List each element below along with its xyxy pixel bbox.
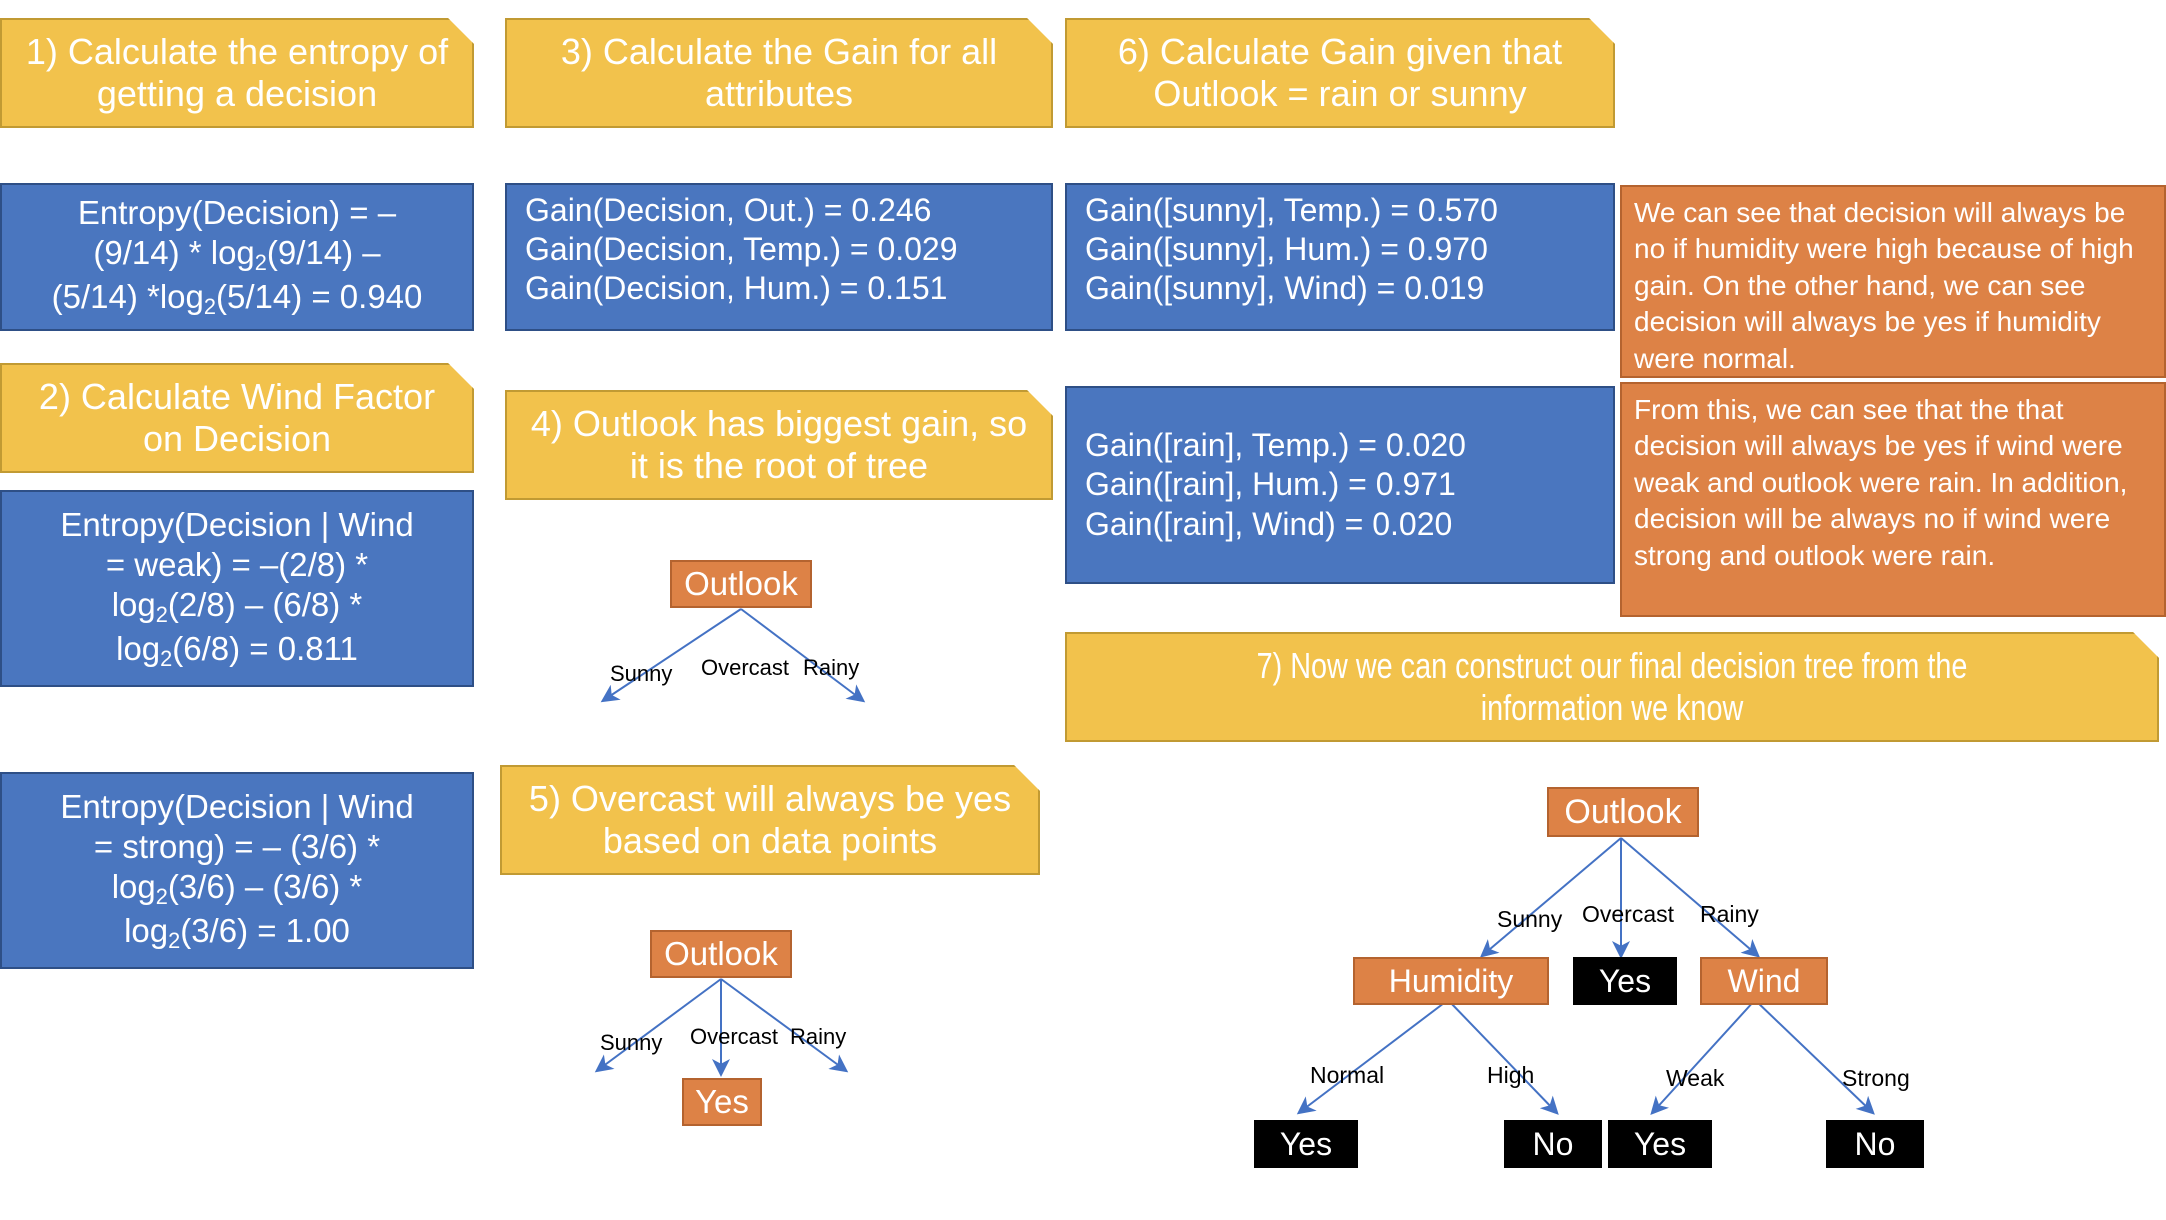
gain-rain-line-2: Gain([rain], Hum.) = 0.971: [1085, 466, 1456, 503]
step-3-label: 3) Calculate the Gain for all attributes: [560, 30, 998, 114]
gain-rain-box: Gain([rain], Temp.) = 0.020 Gain([rain],…: [1065, 386, 1615, 584]
tree5-edge-rainy: Rainy: [790, 1024, 847, 1049]
step-7-banner: 7) Now we can construct our final decisi…: [1065, 632, 2159, 742]
tree4-root-outlook: Outlook: [670, 560, 812, 608]
wind-strong-line-1: Entropy(Decision | Wind: [60, 787, 414, 825]
final-tree-yes-weak-label: Yes: [1633, 1125, 1687, 1162]
tree4-edge-sunny: Sunny: [610, 661, 673, 686]
final-tree-edge-high: High: [1487, 1062, 1535, 1088]
step-7-label: 7) Now we can construct our final decisi…: [1256, 644, 1968, 728]
gain-sunny-line-3: Gain([sunny], Wind) = 0.019: [1085, 270, 1485, 307]
tree4-edge-overcast: Overcast: [701, 655, 790, 680]
final-tree-node-humidity: Humidity: [1353, 957, 1549, 1005]
final-tree-leaf-yes-normal: Yes: [1254, 1120, 1358, 1168]
final-tree-yes-normal-label: Yes: [1279, 1125, 1333, 1162]
final-tree-leaf-yes-weak: Yes: [1608, 1120, 1712, 1168]
final-tree-edge-weak: Weak: [1666, 1065, 1725, 1091]
final-tree-leaf-overcast-yes: Yes: [1573, 957, 1677, 1005]
step-6-label: 6) Calculate Gain given that Outlook = r…: [1117, 30, 1563, 114]
note-wind-panel: From this, we can see that the that deci…: [1620, 382, 2166, 617]
gain-all-line-1: Gain(Decision, Out.) = 0.246: [525, 192, 932, 228]
note-wind-text: From this, we can see that the that deci…: [1634, 394, 2128, 571]
final-tree-node-wind: Wind: [1700, 957, 1828, 1005]
final-tree-leaf-no-high: No: [1504, 1120, 1602, 1168]
gain-rain-line-3: Gain([rain], Wind) = 0.020: [1085, 505, 1453, 542]
step-2-banner: 2) Calculate Wind Factor on Decision: [0, 363, 474, 473]
entropy-decision-line-2: (9/14) * log2(9/14) –: [93, 234, 381, 276]
wind-strong-line-2: = strong) = – (3/6) *: [93, 827, 381, 865]
tree5-root-label: Outlook: [664, 935, 778, 972]
entropy-decision-line-3: (5/14) *log2(5/14) = 0.940: [51, 278, 423, 320]
final-tree-humidity-label: Humidity: [1388, 962, 1514, 999]
tree5-root-outlook: Outlook: [650, 930, 792, 978]
tree4-edge-rainy: Rainy: [803, 655, 860, 680]
final-tree-leaf-no-strong: No: [1826, 1120, 1924, 1168]
tree5-leaf-overcast-label: Yes: [695, 1083, 749, 1120]
gain-all-line-3: Gain(Decision, Hum.) = 0.151: [525, 270, 948, 307]
note-humidity-text: We can see that decision will always be …: [1634, 197, 2134, 374]
step-1-label: 1) Calculate the entropy of getting a de…: [25, 30, 449, 114]
final-tree-no-strong-label: No: [1854, 1125, 1896, 1162]
final-tree-edge-sunny: Sunny: [1497, 906, 1563, 932]
wind-weak-line-4: log2(6/8) = 0.811: [116, 629, 358, 671]
step-4-label: 4) Outlook has biggest gain, so it is th…: [530, 402, 1028, 486]
final-tree-edge-strong: Strong: [1842, 1065, 1910, 1091]
gain-all-line-2: Gain(Decision, Temp.) = 0.029: [525, 231, 958, 268]
tree5-leaf-overcast-yes: Yes: [682, 1078, 762, 1126]
wind-weak-line-3: log2(2/8) – (6/8) *: [111, 586, 363, 628]
final-tree-root-outlook: Outlook: [1547, 787, 1699, 837]
gain-all-attributes-box: Gain(Decision, Out.) = 0.246 Gain(Decisi…: [505, 183, 1053, 331]
step-1-banner: 1) Calculate the entropy of getting a de…: [0, 18, 474, 128]
tree5-edge-sunny: Sunny: [600, 1030, 663, 1055]
step-5-banner: 5) Overcast will always be yes based on …: [500, 765, 1040, 875]
gain-sunny-line-1: Gain([sunny], Temp.) = 0.570: [1085, 192, 1498, 228]
final-tree-edge-normal: Normal: [1310, 1062, 1385, 1088]
step-6-banner: 6) Calculate Gain given that Outlook = r…: [1065, 18, 1615, 128]
tree4-root-label: Outlook: [684, 565, 798, 602]
gain-sunny-box: Gain([sunny], Temp.) = 0.570 Gain([sunny…: [1065, 183, 1615, 331]
final-tree-wind-label: Wind: [1727, 962, 1801, 999]
final-tree-root-label: Outlook: [1564, 792, 1682, 831]
step-2-label: 2) Calculate Wind Factor on Decision: [38, 375, 436, 459]
final-tree-overcast-yes-label: Yes: [1598, 962, 1652, 999]
step-3-banner: 3) Calculate the Gain for all attributes: [505, 18, 1053, 128]
entropy-wind-strong-formula: Entropy(Decision | Wind = strong) = – (3…: [0, 772, 474, 969]
tree5-edge-overcast: Overcast: [690, 1024, 779, 1049]
step-4-banner: 4) Outlook has biggest gain, so it is th…: [505, 390, 1053, 500]
gain-rain-line-1: Gain([rain], Temp.) = 0.020: [1085, 427, 1466, 464]
gain-sunny-line-2: Gain([sunny], Hum.) = 0.970: [1085, 231, 1488, 268]
final-tree-no-high-label: No: [1532, 1125, 1574, 1162]
step-5-label: 5) Overcast will always be yes based on …: [528, 777, 1012, 861]
note-humidity-panel: We can see that decision will always be …: [1620, 185, 2166, 378]
entropy-decision-line-1: Entropy(Decision) = –: [77, 194, 397, 232]
entropy-wind-weak-formula: Entropy(Decision | Wind = weak) = –(2/8)…: [0, 490, 474, 687]
entropy-decision-formula: Entropy(Decision) = – (9/14) * log2(9/14…: [0, 183, 474, 331]
wind-weak-line-1: Entropy(Decision | Wind: [60, 505, 414, 543]
wind-weak-line-2: = weak) = –(2/8) *: [105, 545, 369, 583]
final-tree-edge-rainy: Rainy: [1700, 901, 1759, 927]
wind-strong-line-4: log2(3/6) = 1.00: [124, 911, 350, 953]
final-tree-edge-overcast: Overcast: [1582, 901, 1675, 927]
wind-strong-line-3: log2(3/6) – (3/6) *: [111, 868, 363, 910]
